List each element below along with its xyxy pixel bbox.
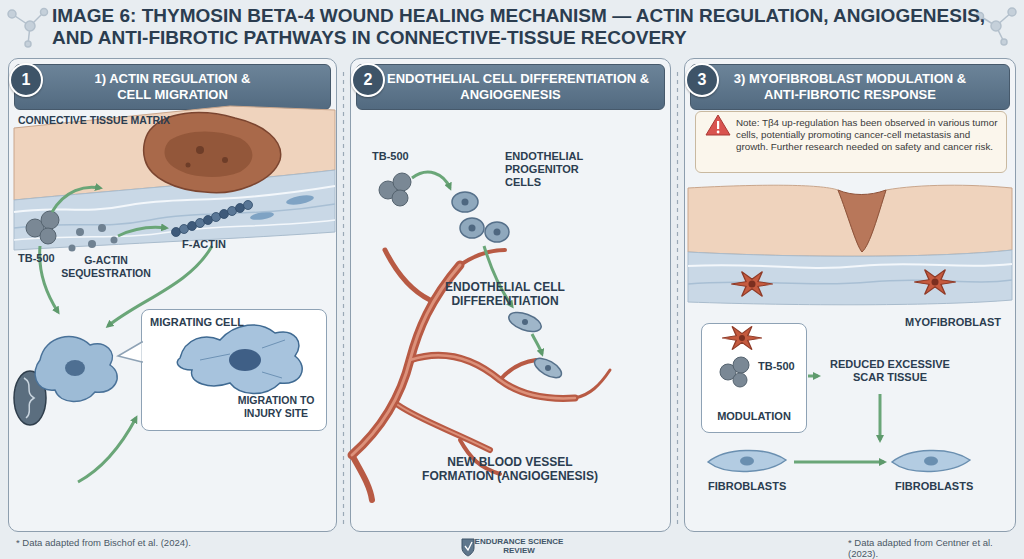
header-band: 2) ENDOTHELIAL CELL DIFFERENTIATION & AN…: [356, 64, 665, 110]
note-text: Note: Tβ4 up-regulation has been observe…: [736, 117, 1002, 153]
corner-molecule-part: [1001, 39, 1007, 45]
cell-label: FIBROBLASTS: [708, 480, 800, 493]
box-text: MIGRATING CELL: [150, 316, 280, 329]
corner-molecule-part: [12, 14, 30, 26]
logo-text: ENDURANCE SCIENCE REVIEW: [474, 537, 564, 555]
corner-molecule-part: [25, 41, 31, 47]
corner-molecule-part: [30, 12, 44, 26]
callout-circle: 3: [685, 63, 719, 97]
panel-heading: 1) ACTIN REGULATION & CELL MIGRATION: [78, 71, 268, 102]
cell-label: FIBROBLASTS: [895, 480, 987, 493]
corner-molecule-part: [996, 26, 1004, 42]
molecule-label: TB-500: [18, 252, 70, 265]
callout-circle: 2: [351, 63, 385, 97]
molecule-label: TB-500: [372, 150, 424, 163]
inset-box: MIGRATING CELL MIGRATION TO INJURY SITE: [141, 309, 327, 431]
footnote: * Data adapted from Bischof et al. (2024…: [16, 537, 336, 548]
callout-number: 2: [353, 72, 383, 88]
corner-molecule-part: [991, 21, 1001, 31]
outcome-label: REDUCED EXCESSIVE SCAR TISSUE: [822, 358, 958, 384]
panel-heading: 2) ENDOTHELIAL CELL DIFFERENTIATION & AN…: [371, 71, 651, 102]
process-label: ENDOTHELIAL CELL DIFFERENTIATION: [420, 280, 590, 309]
process-label: NEW BLOOD VESSEL FORMATION (ANGIOGENESIS…: [410, 455, 610, 484]
logo-shield-part: [465, 542, 472, 550]
logo-shield-part: [462, 539, 474, 556]
callout-number: 3: [687, 72, 717, 88]
panel-separator-part: [343, 72, 344, 526]
panel-box: 3) MYOFIBROBLAST MODULATION & ANTI-FIBRO…: [684, 58, 1016, 532]
diagram-title: IMAGE 6: THYMOSIN BETA-4 WOUND HEALING M…: [52, 5, 1012, 49]
footnote: * Data adapted from Centner et al. (2023…: [848, 537, 1023, 559]
callout-circle: 1: [9, 63, 43, 97]
header-band: 3) MYOFIBROBLAST MODULATION & ANTI-FIBRO…: [690, 64, 1010, 110]
process-label: G-ACTIN SEQUESTRATION: [58, 254, 154, 279]
box-text: TB-500: [758, 360, 806, 373]
corner-molecule-part: [8, 10, 16, 18]
cell-label: ENDOTHELIAL PROGENITOR CELLS: [505, 150, 597, 190]
note-box: Note: Tβ4 up-regulation has been observe…: [695, 111, 1007, 173]
callout-number: 1: [11, 72, 41, 88]
box-text: MODULATION: [707, 410, 801, 423]
panel-box: 1) ACTIN REGULATION & CELL MIGRATION 1MIG…: [8, 58, 337, 532]
inset-box: TB-500MODULATION: [701, 323, 807, 433]
corner-molecule-part: [41, 9, 48, 16]
corner-molecule-part: [1008, 8, 1016, 16]
corner-molecule-part: [25, 21, 35, 31]
logo-shield: [462, 539, 474, 556]
panel-separator-part: [677, 72, 678, 526]
panel-heading: 3) MYOFIBROBLAST MODULATION & ANTI-FIBRO…: [729, 71, 971, 102]
tissue-label: CONNECTIVE TISSUE MATRIX: [18, 114, 218, 127]
corner-molecule-part: [28, 26, 30, 44]
header-band: 1) ACTIN REGULATION & CELL MIGRATION: [14, 64, 331, 110]
filament-label: F-ACTIN: [182, 238, 244, 251]
box-text: MIGRATION TO INJURY SITE: [228, 394, 324, 419]
cell-label: MYOFIBROBLAST: [905, 316, 1009, 329]
corner-molecule-part: [996, 12, 1012, 26]
